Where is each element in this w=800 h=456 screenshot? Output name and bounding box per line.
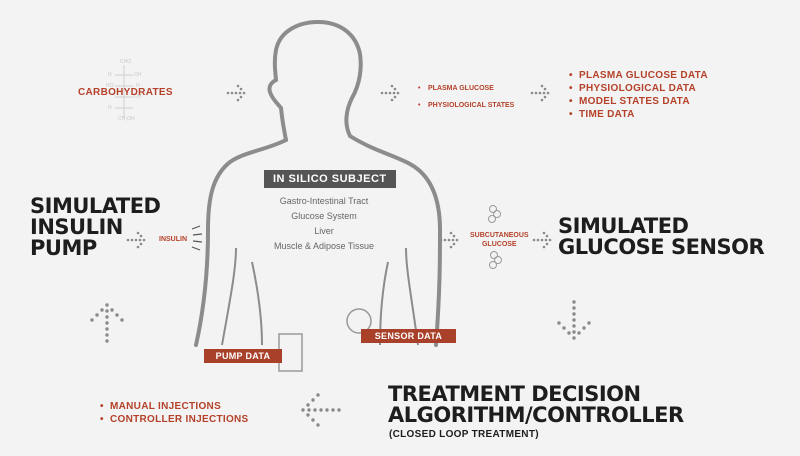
simulated-insulin-pump-title: SIMULATED INSULIN PUMP bbox=[30, 196, 161, 259]
subject-item-liver: Liver bbox=[314, 226, 334, 236]
arrow-subcutaneous-icon bbox=[439, 231, 459, 249]
injections-list: MANUAL INJECTIONS CONTROLLER INJECTIONS bbox=[100, 400, 249, 426]
torso-left bbox=[251, 261, 263, 346]
pump-device-shape bbox=[278, 333, 303, 372]
simulated-glucose-sensor-title: SIMULATED GLUCOSE SENSOR bbox=[558, 214, 765, 259]
controller-title-line-2: ALGORITHM/CONTROLLER bbox=[388, 403, 684, 427]
left-inner-arm bbox=[221, 247, 237, 346]
subject-item-muscle-adipose: Muscle & Adipose Tissue bbox=[273, 241, 375, 251]
body-outline bbox=[267, 19, 443, 347]
output-plasma-glucose-data: PLASMA GLUCOSE DATA bbox=[569, 69, 708, 82]
subject-item-glucose-system: Glucose System bbox=[291, 211, 357, 221]
outputs-list: PLASMA GLUCOSE DATA PHYSIOLOGICAL DATA M… bbox=[569, 69, 708, 121]
closed-loop-subtitle: (CLOSED LOOP TREATMENT) bbox=[389, 429, 539, 440]
manual-injections-item: MANUAL INJECTIONS bbox=[100, 400, 249, 413]
physiological-states-item: PHYSIOLOGICAL STATES bbox=[418, 97, 514, 114]
molecule-h1: H bbox=[108, 72, 112, 78]
output-model-states-data: MODEL STATES DATA bbox=[569, 95, 708, 108]
big-up-arrow-icon bbox=[90, 303, 124, 343]
molecule-labels: CHO H OH HO H OH H CH₂OH bbox=[104, 59, 154, 125]
arrow-carbs-to-body-icon bbox=[226, 84, 246, 102]
pump-data-tag: PUMP DATA bbox=[204, 349, 282, 363]
pump-title-line-3: PUMP bbox=[30, 236, 97, 260]
controller-injections-item: CONTROLLER INJECTIONS bbox=[100, 413, 249, 426]
insulin-label: INSULIN bbox=[159, 236, 187, 243]
arrow-to-sensor-icon bbox=[532, 231, 552, 249]
arrow-insulin-icon bbox=[126, 231, 146, 249]
output-time-data: TIME DATA bbox=[569, 108, 708, 121]
subcutaneous-line-2: GLUCOSE bbox=[481, 241, 517, 248]
insulin-drops-icon bbox=[191, 225, 203, 251]
arrow-body-to-plasma-icon bbox=[380, 84, 400, 102]
sensor-device-shape bbox=[346, 308, 372, 334]
carbohydrates-label: CARBOHYDRATES bbox=[78, 87, 173, 98]
sensor-data-tag: SENSOR DATA bbox=[361, 329, 456, 343]
arrow-plasma-to-outputs-icon bbox=[530, 84, 550, 102]
molecule-ch2oh: CH₂OH bbox=[118, 116, 135, 122]
output-physiological-data: PHYSIOLOGICAL DATA bbox=[569, 82, 708, 95]
molecule-h3: H bbox=[108, 105, 112, 111]
molecule-oh2: OH bbox=[134, 94, 142, 100]
pump-title-line-1: SIMULATED bbox=[30, 194, 161, 218]
sensor-title-line-2: GLUCOSE SENSOR bbox=[558, 235, 765, 259]
subject-title: IN SILICO SUBJECT bbox=[264, 170, 396, 188]
subject-item-gi-tract: Gastro-Intestinal Tract bbox=[279, 196, 369, 206]
pump-title-line-2: INSULIN bbox=[30, 215, 123, 239]
body-outline-left bbox=[194, 138, 288, 347]
big-down-arrow-icon bbox=[557, 300, 591, 340]
molecule-h2: H bbox=[136, 83, 140, 89]
treatment-decision-title: TREATMENT DECISION ALGORITHM/CONTROLLER bbox=[388, 384, 684, 426]
glucose-molecules-icon bbox=[488, 205, 502, 269]
carbohydrate-molecule-icon bbox=[115, 65, 133, 118]
sensor-title-line-1: SIMULATED bbox=[558, 214, 689, 238]
controller-title-line-1: TREATMENT DECISION bbox=[388, 382, 641, 406]
subcutaneous-line-1: SUBCUTANEOUS bbox=[470, 232, 529, 239]
plasma-list: PLASMA GLUCOSE PHYSIOLOGICAL STATES bbox=[418, 80, 514, 114]
plasma-glucose-item: PLASMA GLUCOSE bbox=[418, 80, 514, 97]
molecule-cho: CHO bbox=[120, 59, 132, 65]
subcutaneous-glucose-label: SUBCUTANEOUS GLUCOSE bbox=[470, 231, 529, 249]
molecule-oh1: OH bbox=[134, 72, 142, 78]
molecule-ho: HO bbox=[106, 83, 114, 89]
big-left-arrow-icon bbox=[301, 393, 341, 427]
